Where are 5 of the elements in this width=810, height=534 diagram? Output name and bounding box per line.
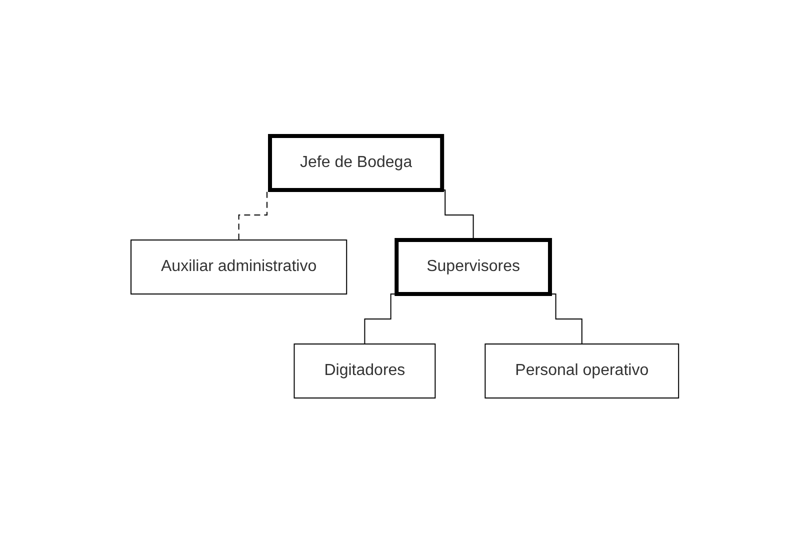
node-box: Auxiliar administrativo [130,240,348,294]
node-box: Supervisores [394,238,552,296]
node-box: Jefe de Bodega [268,134,444,192]
node-box: Digitadores [294,344,436,398]
node-box: Personal operativo [484,344,680,398]
